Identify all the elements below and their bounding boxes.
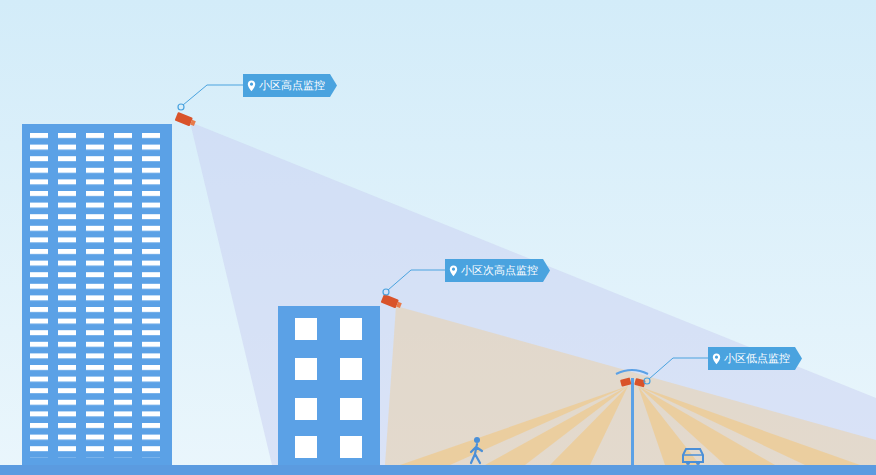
window bbox=[340, 398, 362, 420]
location-pin bbox=[247, 80, 256, 92]
camera-view-cone bbox=[190, 122, 876, 465]
camera-beam bbox=[400, 386, 628, 465]
camera-body bbox=[620, 377, 631, 386]
leader-line bbox=[183, 85, 243, 105]
callout-tag: 小区低点监控 bbox=[708, 347, 802, 370]
car-wheel bbox=[686, 461, 690, 465]
car-body bbox=[683, 449, 703, 462]
window bbox=[340, 318, 362, 340]
window bbox=[340, 436, 362, 458]
camera-icon bbox=[175, 112, 197, 128]
building-windows bbox=[30, 133, 166, 458]
window bbox=[295, 436, 317, 458]
location-pin bbox=[449, 265, 458, 277]
callout-label: 小区次高点监控 bbox=[461, 259, 538, 282]
callout-tag: 小区高点监控 bbox=[243, 74, 337, 97]
camera-lens bbox=[190, 120, 196, 126]
leader-line bbox=[649, 358, 708, 379]
camera-beam bbox=[638, 386, 775, 465]
car-icon bbox=[683, 449, 703, 465]
camera-beam bbox=[638, 386, 860, 465]
camera-lens bbox=[396, 302, 402, 308]
callout-label: 小区低点监控 bbox=[724, 347, 790, 370]
callout-tag: 小区次高点监控 bbox=[445, 259, 550, 282]
window bbox=[295, 398, 317, 420]
lamp-arm bbox=[616, 370, 648, 374]
camera-body bbox=[175, 112, 193, 126]
window bbox=[295, 358, 317, 380]
camera-beam bbox=[485, 386, 628, 465]
car-wheel bbox=[696, 461, 700, 465]
leader-line bbox=[388, 270, 445, 290]
pedestrian-icon bbox=[471, 437, 482, 463]
building-windows bbox=[295, 318, 362, 458]
pedestrian-head bbox=[474, 437, 480, 443]
camera-body bbox=[381, 294, 399, 308]
tall-building bbox=[22, 124, 172, 466]
car-line bbox=[683, 454, 703, 456]
pedestrian-body bbox=[471, 444, 482, 463]
location-pin bbox=[712, 353, 721, 365]
window bbox=[295, 318, 317, 340]
lamp-post bbox=[631, 378, 634, 466]
camera-beams bbox=[400, 386, 860, 465]
pin-shape bbox=[248, 81, 255, 92]
window bbox=[340, 358, 362, 380]
pin-shape bbox=[713, 354, 720, 365]
camera-beam bbox=[550, 386, 628, 465]
pin-shape bbox=[450, 266, 457, 277]
camera-icon bbox=[620, 377, 631, 386]
camera-icon bbox=[381, 294, 403, 310]
ground bbox=[0, 465, 876, 475]
camera-view-cone bbox=[385, 306, 876, 465]
mid-building bbox=[278, 306, 380, 466]
callout-label: 小区高点监控 bbox=[259, 74, 325, 97]
